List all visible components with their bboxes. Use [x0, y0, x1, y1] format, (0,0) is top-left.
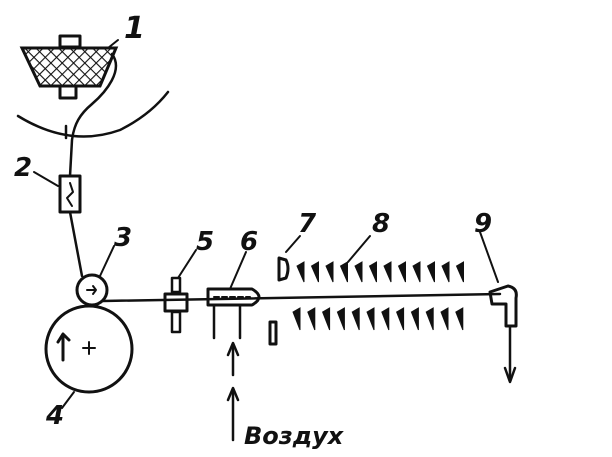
main-yarn-path — [101, 292, 502, 303]
baffle-tooth-upper — [455, 261, 464, 283]
baffle-tooth-upper — [354, 261, 363, 283]
baffle-tooth-upper — [339, 261, 348, 283]
yarn-line-lower — [68, 210, 84, 278]
yarn-tensioner — [58, 174, 82, 214]
baffle-tooth-lower — [366, 307, 375, 331]
baffle-tooth-upper — [412, 261, 421, 283]
label-7: 7 — [298, 209, 317, 239]
baffle-tooth-upper — [441, 261, 450, 283]
baffle-tooth-upper — [310, 261, 319, 283]
yarn-line — [68, 52, 118, 178]
label-2: 2 — [14, 153, 32, 183]
baffle-tooth-lower — [410, 307, 419, 331]
leader-5 — [177, 249, 197, 279]
label-1: 1 — [124, 11, 145, 46]
leader-3 — [99, 245, 115, 277]
leader-1 — [107, 39, 119, 49]
guide-arc — [16, 90, 170, 138]
baffle-tooth-upper — [397, 261, 406, 283]
drive-drum — [44, 304, 134, 394]
baffle-tooth-lower — [440, 307, 449, 331]
baffle-tooth-lower — [425, 307, 434, 331]
baffle-tooth-lower — [351, 307, 360, 331]
label-9: 9 — [474, 209, 492, 239]
label-8: 8 — [372, 209, 390, 239]
baffle-tooth-upper — [325, 261, 334, 283]
baffle-tooth-upper — [383, 261, 392, 283]
bobbin-package — [19, 34, 119, 100]
leader-8 — [347, 235, 371, 263]
baffle-tooth-lower — [321, 307, 331, 331]
baffle-tooth-lower — [381, 307, 390, 331]
baffle-tooth-lower — [292, 307, 301, 331]
leader-4 — [61, 391, 75, 409]
baffle-tooth-lower — [395, 307, 405, 331]
leader-6 — [229, 251, 247, 290]
leader-9 — [479, 231, 499, 283]
air-jet-nozzle — [206, 287, 261, 340]
label-3: 3 — [114, 223, 132, 253]
inlet-plates — [268, 256, 290, 346]
leader-7 — [285, 235, 301, 253]
baffle-tooth-lower — [307, 307, 316, 331]
baffle-tooth-upper — [368, 261, 377, 283]
label-6: 6 — [240, 227, 258, 257]
baffle-tooth-lower — [336, 307, 345, 331]
yarn-clamp — [163, 276, 189, 334]
air-inlet-arrow — [226, 341, 240, 442]
baffle-tooth-upper — [296, 261, 305, 283]
leader-2 — [33, 171, 59, 187]
baffle-channel — [292, 261, 464, 331]
baffle-tooth-lower — [455, 307, 464, 331]
output-guide — [488, 284, 518, 384]
label-4: 4 — [45, 401, 64, 431]
label-5: 5 — [196, 227, 214, 257]
air-label: Воздух — [244, 422, 345, 450]
baffle-tooth-upper — [426, 261, 435, 283]
